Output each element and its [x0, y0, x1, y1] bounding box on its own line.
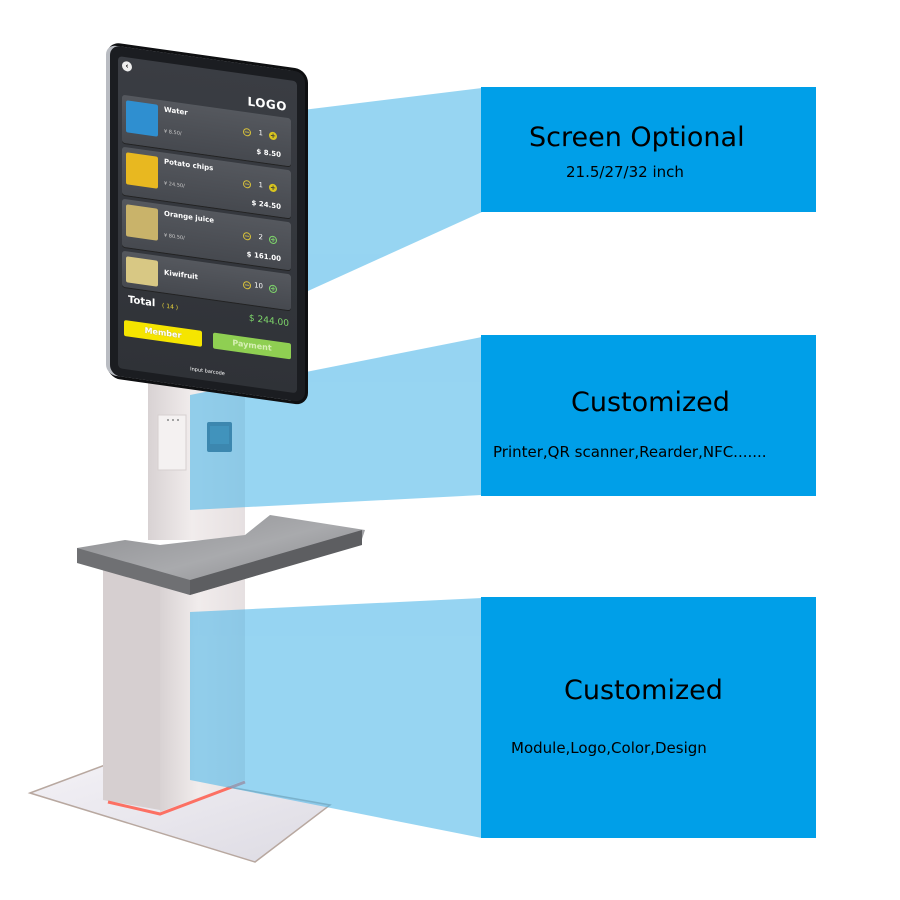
callout-title: Screen Optional [529, 122, 745, 153]
ordering-app: ‹ LOGO Water ¥ 8.50/ − 1 + $ 8.50 Potato… [118, 56, 297, 394]
minus-icon[interactable]: − [243, 127, 251, 137]
callout-title: Customized [564, 675, 723, 706]
plus-icon[interactable]: + [269, 235, 277, 245]
callout-subtitle: Module,Logo,Color,Design [511, 739, 707, 757]
kiosk-screen: ‹ LOGO Water ¥ 8.50/ − 1 + $ 8.50 Potato… [110, 45, 305, 403]
item-name: Orange juice [164, 209, 214, 225]
item-name: Potato chips [164, 157, 214, 173]
item-price: $ 8.50 [256, 147, 281, 160]
item-quantity: 1 [258, 128, 263, 138]
product-image [126, 152, 158, 189]
member-button[interactable]: Member [124, 319, 202, 347]
plus-icon[interactable]: + [269, 183, 277, 193]
callout-customized-design: Customized Module,Logo,Color,Design [481, 597, 816, 838]
minus-icon[interactable]: − [243, 231, 251, 241]
callout-subtitle: Printer,QR scanner,Rearder,NFC....... [493, 443, 767, 461]
item-name: Water [164, 105, 188, 117]
unit-price: ¥ 24.50/ [164, 180, 185, 190]
stainless-shelf [77, 515, 365, 595]
unit-price: ¥ 8.50/ [164, 128, 182, 138]
product-image [126, 256, 158, 287]
callout-customized-modules: Customized Printer,QR scanner,Rearder,NF… [481, 335, 816, 496]
payment-button[interactable]: Payment [213, 332, 291, 360]
total-count: ( 14 ) [162, 302, 179, 312]
item-price: $ 24.50 [251, 198, 281, 212]
callout-subtitle: 21.5/27/32 inch [566, 163, 684, 181]
callout-screen-optional: Screen Optional 21.5/27/32 inch [481, 87, 816, 212]
callout-title: Customized [571, 387, 730, 418]
product-image [126, 204, 158, 241]
screen-bezel: ‹ LOGO Water ¥ 8.50/ − 1 + $ 8.50 Potato… [110, 45, 305, 403]
printer-slot [157, 414, 187, 471]
item-quantity: 10 [254, 281, 263, 291]
total-amount: $ 244.00 [248, 313, 289, 330]
plus-icon[interactable]: + [269, 131, 277, 141]
total-label: Total [128, 294, 156, 310]
item-quantity: 1 [258, 180, 263, 190]
item-name: Kiwifruit [164, 268, 198, 282]
minus-icon[interactable]: − [243, 280, 251, 290]
minus-icon[interactable]: − [243, 179, 251, 189]
item-price: $ 161.00 [246, 250, 281, 264]
chevron-left-icon[interactable]: ‹ [122, 60, 132, 73]
plus-icon[interactable]: + [269, 284, 277, 294]
brand-logo: LOGO [247, 94, 287, 114]
unit-price: ¥ 80.50/ [164, 232, 185, 242]
item-quantity: 2 [258, 232, 263, 242]
product-image [126, 100, 158, 137]
